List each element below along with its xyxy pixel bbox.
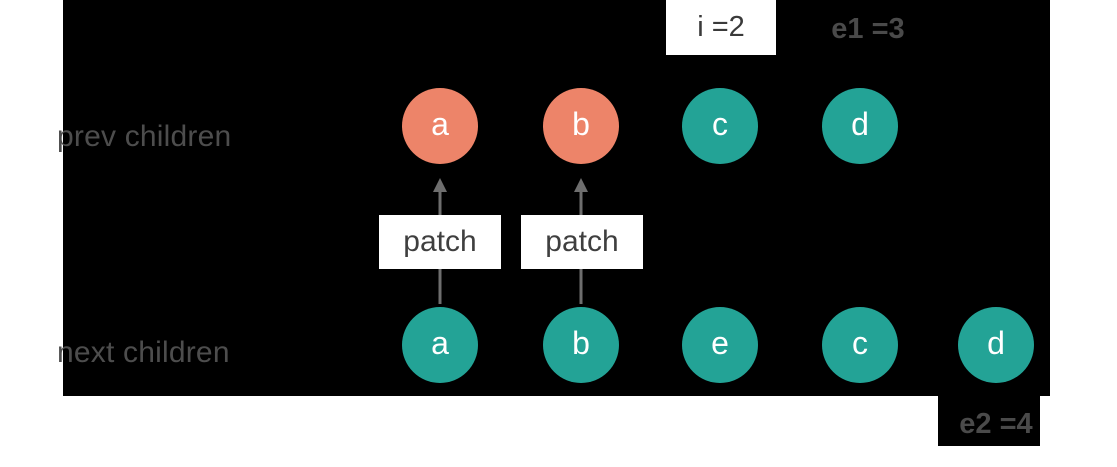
prev-node-c[interactable]: c [682, 88, 758, 164]
prev-node-b[interactable]: b [543, 88, 619, 164]
annotation-i-text: i =2 [697, 11, 745, 43]
prev-children-label: prev children [57, 120, 232, 153]
patch-label-a: patch [379, 215, 501, 269]
annotation-e2-text: e2 =4 [959, 407, 1033, 440]
next-node-a-letter: a [431, 325, 449, 361]
next-node-c-letter: c [852, 325, 868, 361]
next-node-a[interactable]: a [402, 307, 478, 383]
next-node-b[interactable]: b [543, 307, 619, 383]
annotation-e1: e1 =3 [813, 12, 923, 46]
next-node-d[interactable]: d [958, 307, 1034, 383]
next-node-b-letter: b [572, 325, 590, 361]
prev-node-a-letter: a [431, 106, 449, 142]
prev-node-d-letter: d [851, 106, 869, 142]
patch-label-a-text: patch [403, 225, 477, 258]
prev-node-b-letter: b [572, 106, 590, 142]
prev-node-a[interactable]: a [402, 88, 478, 164]
next-node-c[interactable]: c [822, 307, 898, 383]
prev-node-c-letter: c [712, 106, 728, 142]
annotation-e1-text: e1 =3 [831, 12, 905, 45]
annotation-e2: e2 =4 [946, 409, 1046, 439]
patch-label-b-text: patch [545, 225, 619, 258]
next-node-d-letter: d [987, 325, 1005, 361]
prev-node-d[interactable]: d [822, 88, 898, 164]
next-children-label: next children [57, 336, 230, 369]
next-node-e-letter: e [711, 325, 729, 361]
annotation-i: i =2 [666, 0, 776, 55]
diagram-backdrop-tail [938, 396, 1040, 446]
patch-label-b: patch [521, 215, 643, 269]
next-node-e[interactable]: e [682, 307, 758, 383]
